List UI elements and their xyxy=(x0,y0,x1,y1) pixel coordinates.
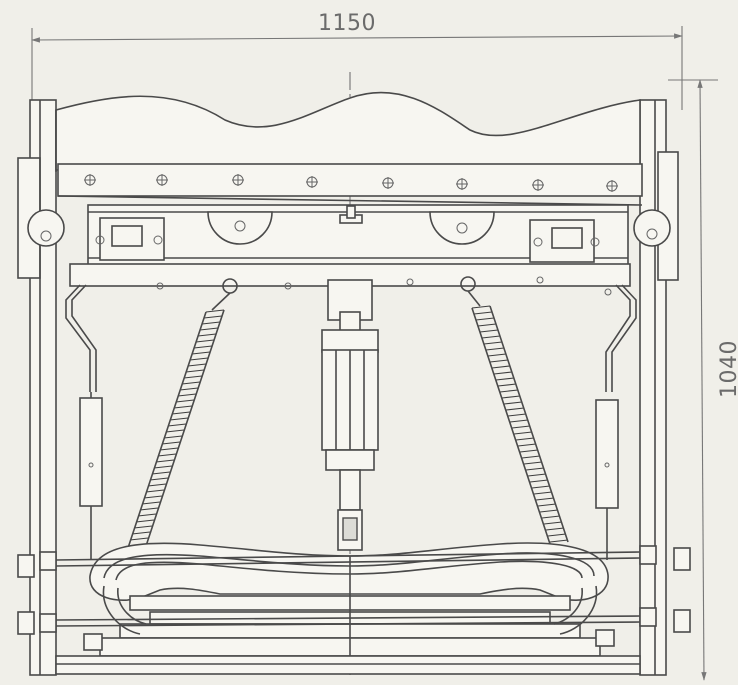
right-linkage xyxy=(595,284,637,560)
center-cylinder xyxy=(321,279,379,551)
width-dimension: 1150 xyxy=(31,11,683,110)
right-frame-column xyxy=(639,99,691,676)
bottom-press xyxy=(39,542,657,657)
width-dimension-label: 1150 xyxy=(318,11,376,36)
bolt-holes xyxy=(84,174,618,192)
right-spring xyxy=(460,276,569,545)
base-plate xyxy=(55,655,641,675)
left-spring xyxy=(127,278,238,549)
left-frame-column xyxy=(17,99,57,676)
bolt-bar xyxy=(57,163,643,206)
top-blade xyxy=(55,91,641,172)
crossbeam xyxy=(27,204,671,266)
left-linkage xyxy=(65,284,103,560)
height-dimension-label: 1040 xyxy=(717,340,738,398)
height-dimension: 1040 xyxy=(668,79,738,681)
